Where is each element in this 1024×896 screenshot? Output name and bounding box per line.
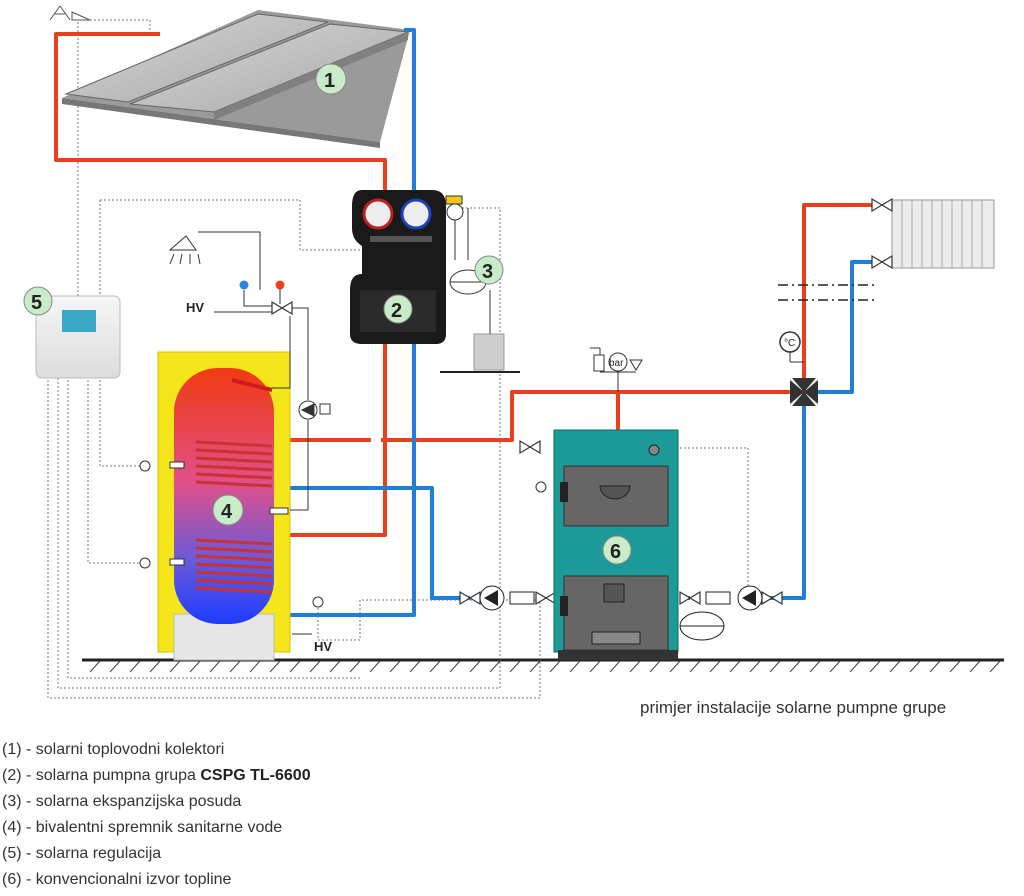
cold-water-label-top: HV	[186, 300, 204, 315]
expansion-vessel: 3	[440, 195, 520, 373]
badge-expansion: 3	[482, 261, 493, 283]
temp-label: °C	[784, 338, 795, 349]
solar-controller: 5	[23, 286, 121, 379]
legend-item: (6) - konvencionalni izvor topline	[2, 871, 232, 888]
safety-group: bar	[590, 347, 643, 392]
solar-pump-group: 2	[350, 190, 446, 344]
domestic-hot-water	[168, 231, 331, 511]
legend: (1) - solarni toplovodni kolektori (2) -…	[2, 737, 311, 893]
circulation-pumps	[479, 585, 763, 641]
pipe-break-marks	[371, 284, 878, 445]
legend-item: (2) - solarna pumpna grupa CSPG TL-6600	[2, 767, 311, 784]
badge-tank-circle	[212, 494, 244, 526]
diagram-caption: primjer instalacije solarne pumpne grupe	[640, 698, 947, 717]
mixing-valve: °C	[779, 331, 818, 406]
badge-collectors: 1	[324, 70, 335, 92]
badge-controller: 5	[31, 292, 42, 314]
badge-boiler: 6	[610, 541, 621, 563]
legend-item: (3) - solarna ekspanzijska posuda	[2, 793, 242, 810]
legend-item: (4) - bivalentni spremnik sanitarne vode	[2, 819, 283, 836]
badge-collectors-circle	[315, 63, 347, 95]
valves	[271, 197, 893, 606]
ground	[82, 658, 1004, 673]
badge-pump-group: 2	[391, 300, 402, 322]
conventional-boiler: 6	[535, 429, 679, 660]
cold-water-label-bottom: HV	[314, 639, 332, 654]
badge-tank: 4	[221, 501, 233, 523]
solar-collectors	[49, 5, 410, 148]
legend-item: (1) - solarni toplovodni kolektori	[2, 741, 225, 758]
legend-item: (5) - solarna regulacija	[2, 845, 162, 862]
roof-vent-icon	[49, 5, 91, 21]
radiator	[891, 199, 995, 269]
solar-installation-diagram: °C bar	[23, 5, 1004, 699]
bar-label: bar	[609, 358, 624, 369]
